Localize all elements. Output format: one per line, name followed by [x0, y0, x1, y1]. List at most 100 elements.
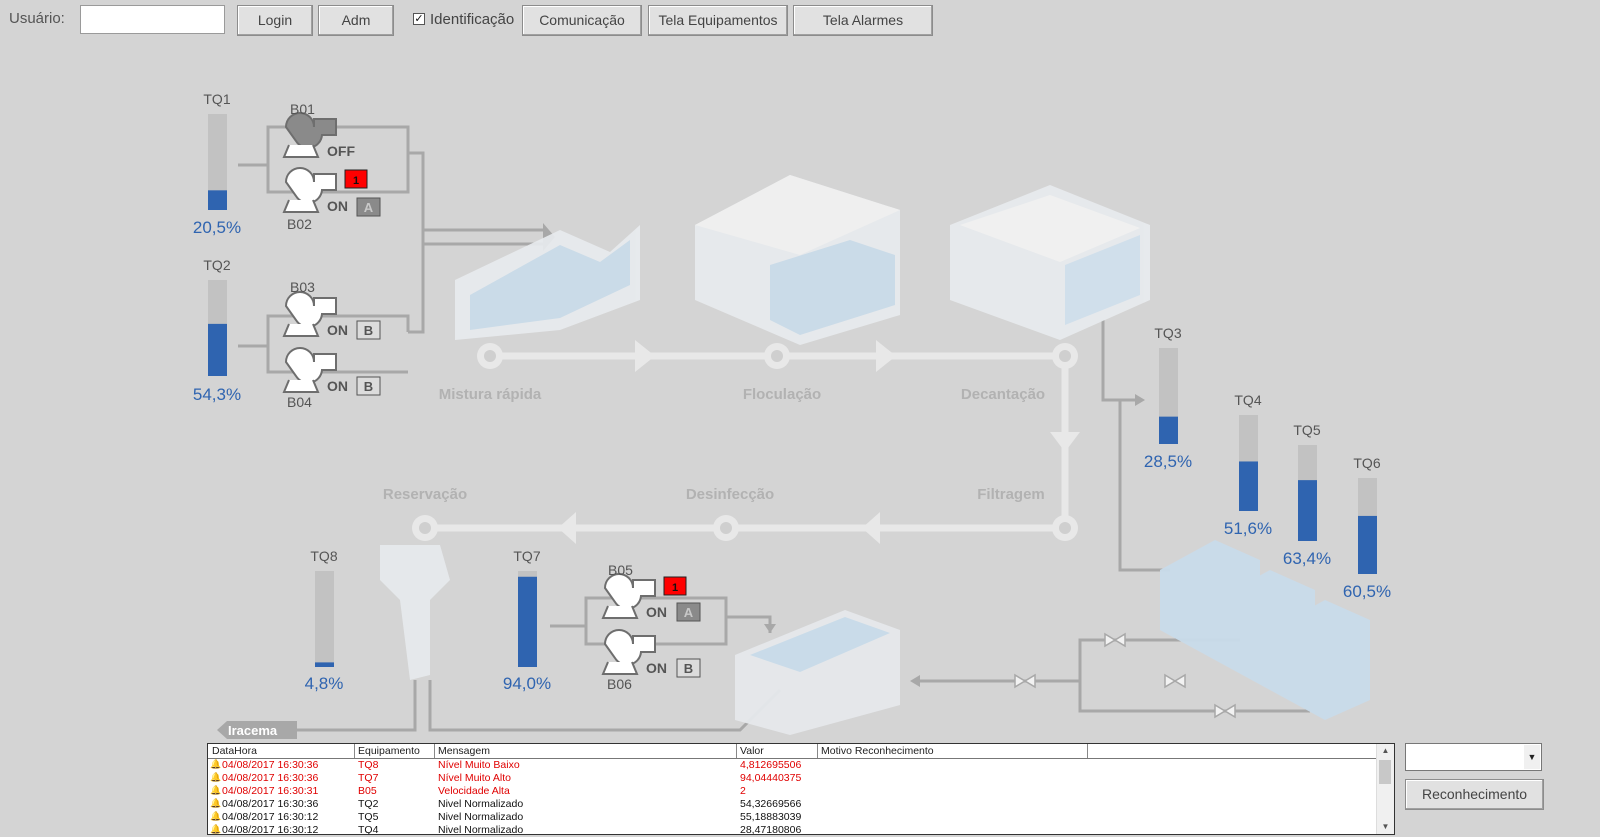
pump-b05-mode: A [684, 605, 694, 620]
cell-valor: 2 [740, 785, 746, 797]
pump-b06[interactable]: B06 ON B [602, 629, 701, 692]
cell-datahora: 04/08/2017 16:30:12 [222, 824, 319, 835]
col-datahora[interactable]: DataHora [212, 745, 257, 757]
cell-equip: TQ7 [358, 772, 379, 784]
user-label: Usuário: [9, 10, 65, 27]
motivo-combo[interactable]: ▼ [1405, 743, 1542, 771]
col-valor[interactable]: Valor [740, 745, 764, 757]
tank-tq8-label: TQ8 [310, 548, 337, 564]
cell-equip: TQ4 [358, 824, 379, 835]
tank-tq1-bar [208, 114, 227, 210]
pump-b04-label: B04 [287, 394, 312, 410]
tank-tq7-level-value: 94,0% [503, 674, 551, 693]
tank-tq4[interactable]: TQ4 51,6% [1224, 392, 1272, 538]
pump-b05-alarm-badge [663, 576, 687, 596]
tank-tq5-label: TQ5 [1293, 422, 1320, 438]
tank-tq3-label: TQ3 [1154, 325, 1181, 341]
reconhecimento-button[interactable]: Reconhecimento [1405, 779, 1544, 810]
cell-valor: 94,04440375 [740, 772, 802, 784]
cell-msg: Nivel Normalizado [438, 798, 524, 810]
scroll-thumb[interactable] [1379, 760, 1391, 784]
pump-b03-mode: B [364, 323, 373, 338]
col-motivo[interactable]: Motivo Reconhecimento [821, 745, 934, 757]
tank-tq3-level-value: 28,5% [1144, 452, 1192, 471]
pump-b03-state: ON [327, 322, 348, 338]
disinfection-tank-graphic [735, 610, 900, 735]
stage-desinfeccao-label: Desinfecção [686, 486, 774, 503]
tank-tq7-label: TQ7 [513, 548, 540, 564]
cell-valor: 4,812695506 [740, 759, 802, 771]
filters-graphic [1160, 540, 1370, 720]
scroll-up-icon[interactable]: ▲ [1381, 746, 1390, 755]
cell-msg: Nivel Normalizado [438, 811, 524, 823]
cell-msg: Nível Muito Baixo [438, 759, 520, 771]
pump-b05[interactable]: B05 ON A 1 [602, 562, 701, 622]
valves-graphic [1014, 632, 1236, 719]
login-button[interactable]: Login [237, 5, 313, 36]
pump-b04-state: ON [327, 378, 348, 394]
tank-tq4-level-value: 51,6% [1224, 519, 1272, 538]
col-mensagem[interactable]: Mensagem [438, 745, 490, 757]
tank-tq8-level-value: 4,8% [305, 674, 344, 693]
tank-tq4-level-fill [1239, 461, 1258, 511]
alarm-grid-scrollbar[interactable]: ▲ ▼ [1376, 744, 1394, 834]
tank-tq8-level-fill [315, 662, 334, 667]
cell-valor: 55,18883039 [740, 811, 802, 823]
tank-tq8[interactable]: TQ8 4,8% [305, 548, 344, 693]
tank-tq6-level-fill [1358, 515, 1377, 574]
stage-filtragem-label: Filtragem [977, 486, 1045, 503]
pump-b02-alarm-badge [344, 169, 368, 189]
tank-tq2-level-value: 54,3% [193, 385, 241, 404]
identificacao-checkbox[interactable]: ✓ [413, 13, 425, 25]
stage-floculacao-label: Floculação [743, 386, 821, 403]
tank-tq3[interactable]: TQ3 28,5% [1144, 325, 1192, 471]
alarm-bell-red-icon: 🔔 [210, 772, 222, 782]
pump-b02-state: ON [327, 198, 348, 214]
pump-b06-mode: B [684, 661, 693, 676]
flocculation-graphic [695, 175, 900, 345]
tank-tq2-label: TQ2 [203, 257, 230, 273]
pump-b02-alarm-count: 1 [353, 175, 359, 187]
pump-b05-label: B05 [608, 562, 633, 578]
pump-b03[interactable]: B03 ON B [283, 279, 381, 340]
alarm-bell-yellow-icon: 🔔 [210, 824, 222, 834]
tank-tq4-label: TQ4 [1234, 392, 1261, 408]
tank-tq3-level-fill [1159, 416, 1178, 444]
pump-b06-state: ON [646, 660, 667, 676]
pump-b02-mode: A [364, 200, 374, 215]
stage-reservacao-label: Reservação [383, 486, 467, 503]
adm-button[interactable]: Adm [318, 5, 394, 36]
tank-tq5-level-fill [1298, 480, 1317, 541]
pump-b05-alarm-count: 1 [672, 582, 678, 594]
scroll-down-icon[interactable]: ▼ [1381, 822, 1390, 831]
cell-datahora: 04/08/2017 16:30:36 [222, 772, 319, 784]
col-equipamento[interactable]: Equipamento [358, 745, 420, 757]
pump-b05-state: ON [646, 604, 667, 620]
tela-equipamentos-button[interactable]: Tela Equipamentos [648, 5, 788, 36]
pump-b01-label: B01 [290, 101, 315, 117]
tela-alarmes-button[interactable]: Tela Alarmes [793, 5, 933, 36]
user-input[interactable] [80, 5, 225, 34]
tank-tq7-level-fill [518, 576, 537, 667]
tank-tq2[interactable]: TQ2 54,3% [193, 257, 241, 404]
tank-tq7[interactable]: TQ7 94,0% [503, 548, 551, 693]
alarm-grid[interactable]: DataHora Equipamento Mensagem Valor Moti… [207, 743, 1395, 835]
chevron-down-icon[interactable]: ▼ [1524, 745, 1540, 769]
comunicacao-button[interactable]: Comunicação [522, 5, 642, 36]
pump-b06-label: B06 [607, 676, 632, 692]
pump-b04[interactable]: B04 ON B [283, 347, 381, 410]
pump-b02[interactable]: B02 ON A 1 [283, 167, 381, 232]
alarm-grid-header: DataHora Equipamento Mensagem Valor Moti… [208, 744, 1378, 759]
pump-b01[interactable]: B01 OFF [283, 101, 355, 159]
decantation-graphic [950, 185, 1150, 340]
cell-msg: Velocidade Alta [438, 785, 510, 797]
